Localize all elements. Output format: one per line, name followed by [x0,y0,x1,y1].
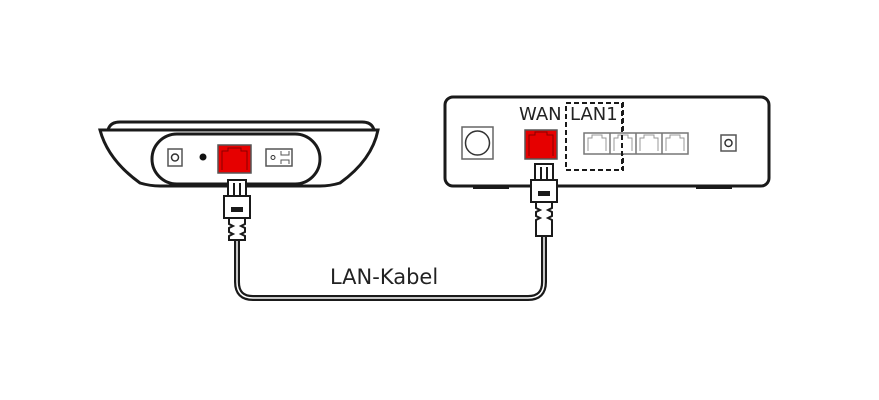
power-button-icon [461,126,494,160]
wan-label: WAN [519,104,562,125]
lan1-label: LAN1 [570,104,618,125]
modem-device [98,120,380,188]
ethernet-plug-left [223,179,251,241]
phone-port-icon [265,148,293,167]
lan-port-highlighted [217,144,252,174]
reset-button-icon [199,153,207,161]
wan-port-highlighted [524,129,558,160]
ethernet-plug-right [530,163,558,237]
lan-ports [583,132,689,155]
router-device: WAN LAN1 [443,95,771,189]
cable-label: LAN-Kabel [330,265,438,289]
power-jack-icon [720,134,737,152]
power-jack-icon [167,148,183,167]
